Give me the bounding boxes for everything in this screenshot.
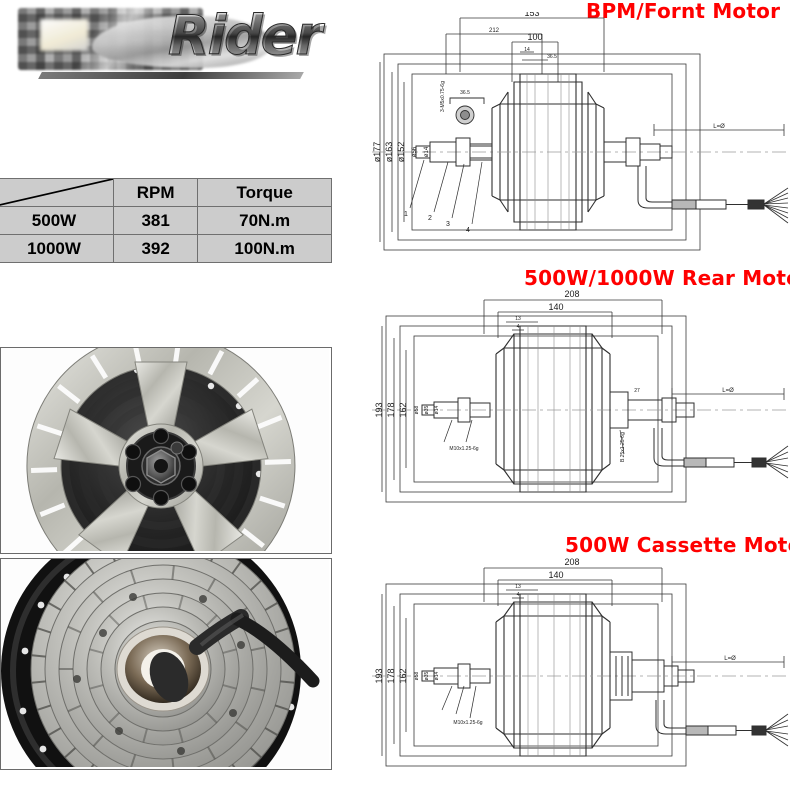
callout-2: 2 — [428, 215, 432, 222]
dim-front-212: 212 — [489, 28, 500, 34]
dim-front-o14: ø14 — [424, 146, 430, 157]
logo-wordmark: Rider — [168, 4, 323, 68]
technical-drawing-front-motor: 153 212 100 14 36.5 L=Ø ø177 ø163 ø152 ø… — [372, 12, 790, 267]
dim-rear-o58: ø58 — [414, 405, 420, 414]
logo-underline-bar — [38, 72, 304, 79]
technical-drawing-cassette-motor: 208 140 13 4 L=Ø 193 178 162 ø58 ø35 ø14… — [372, 552, 790, 791]
dim-cassette-162: 162 — [398, 668, 408, 683]
dim-rear-o35: ø35 — [424, 405, 430, 414]
dim-front-100: 100 — [527, 32, 542, 42]
heading-rear-motor: 500W/1000W Rear Motor — [524, 266, 790, 290]
dim-cassette-4: 4 — [517, 592, 520, 598]
dim-front-o152: ø152 — [396, 142, 406, 163]
cell-rpm-500w: 381 — [112, 206, 199, 235]
note-front-thread: 3-M5x0.75-6g — [440, 81, 446, 112]
cell-torque-500w: 70N.m — [197, 206, 332, 235]
note-front-detail: 36.5 — [460, 90, 470, 96]
brand-logo: Rider — [0, 0, 340, 92]
heading-front-motor: BPM/Fornt Motor — [586, 0, 781, 23]
corner-diagonal-line — [0, 179, 113, 206]
dim-rear-13: 13 — [515, 316, 521, 322]
note-rear-axle: B.25x1.25-6g — [620, 432, 626, 462]
row-power-1000w: 1000W — [0, 234, 114, 263]
dim-front-cable-length: L=Ø — [713, 124, 725, 130]
dim-rear-193: 193 — [374, 402, 384, 417]
heading-cassette-motor: 500W Cassette Motor — [565, 533, 790, 557]
note-rear-thread: M10x1.25-6g — [449, 446, 478, 452]
callout-3: 3 — [446, 221, 450, 228]
dim-rear-140: 140 — [548, 302, 563, 312]
cell-rpm-1000w: 392 — [112, 234, 199, 263]
table-row: 1000W 392 100N.m — [0, 234, 332, 263]
dim-cassette-208: 208 — [564, 557, 579, 567]
dim-rear-27: 27 — [634, 388, 640, 394]
dim-front-14: 14 — [524, 47, 530, 53]
dim-front-o177: ø177 — [372, 142, 382, 163]
front-motor-cad-svg: 153 212 100 14 36.5 L=Ø ø177 ø163 ø152 ø… — [372, 12, 790, 251]
dim-rear-208: 208 — [564, 289, 579, 299]
dim-front-o163: ø163 — [384, 142, 394, 163]
dim-rear-178: 178 — [386, 402, 396, 417]
dim-cassette-o58: ø58 — [414, 671, 420, 680]
logo-swoosh-shape — [92, 16, 272, 68]
dim-cassette-o35: ø35 — [424, 671, 430, 680]
dim-cassette-178: 178 — [386, 668, 396, 683]
dim-rear-162: 162 — [398, 402, 408, 417]
dim-front-o56: ø56 — [412, 146, 418, 157]
rotor-photo-illustration — [1, 348, 329, 551]
rear-motor-cad-svg: 208 140 13 4 27 L=Ø 193 178 162 ø58 ø35 … — [372, 289, 790, 503]
table-row: 500W 381 70N.m — [0, 206, 332, 235]
column-header-torque: Torque — [197, 178, 332, 207]
row-power-500w: 500W — [0, 206, 114, 235]
dim-rear-cable-length: L=Ø — [722, 388, 734, 394]
cell-torque-1000w: 100N.m — [197, 234, 332, 263]
specification-table: RPM Torque 500W 381 70N.m 1000W 392 100N… — [0, 178, 332, 263]
front-dimension-labels: 153 212 100 14 36.5 L=Ø — [489, 12, 725, 130]
dim-rear-4: 4 — [517, 324, 520, 330]
front-callout-numbers: 1 2 3 4 — [404, 211, 470, 234]
dim-front-365: 36.5 — [547, 54, 557, 60]
dim-cassette-193: 193 — [374, 668, 384, 683]
column-header-rpm: RPM — [112, 178, 199, 207]
photo-cassette-freewheel-hub — [0, 558, 332, 770]
dim-rear-o14: ø14 — [434, 405, 440, 414]
dim-cassette-13: 13 — [515, 584, 521, 590]
note-cassette-thread: M10x1.25-6g — [453, 720, 482, 726]
table-header-row: RPM Torque — [0, 178, 332, 207]
dim-front-153: 153 — [524, 12, 539, 18]
photo-disc-brake-rotor-hub-motor — [0, 347, 332, 554]
dim-cassette-cable-length: L=Ø — [724, 656, 736, 662]
table-corner-cell — [0, 178, 114, 207]
cassette-motor-cad-svg: 208 140 13 4 L=Ø 193 178 162 ø58 ø35 ø14… — [372, 557, 790, 767]
callout-1: 1 — [404, 211, 408, 218]
technical-drawing-rear-motor: 208 140 13 4 27 L=Ø 193 178 162 ø58 ø35 … — [372, 286, 790, 532]
dim-cassette-o14: ø14 — [434, 671, 440, 680]
dim-cassette-140: 140 — [548, 570, 563, 580]
cassette-photo-illustration — [1, 559, 329, 767]
callout-4: 4 — [466, 227, 470, 234]
